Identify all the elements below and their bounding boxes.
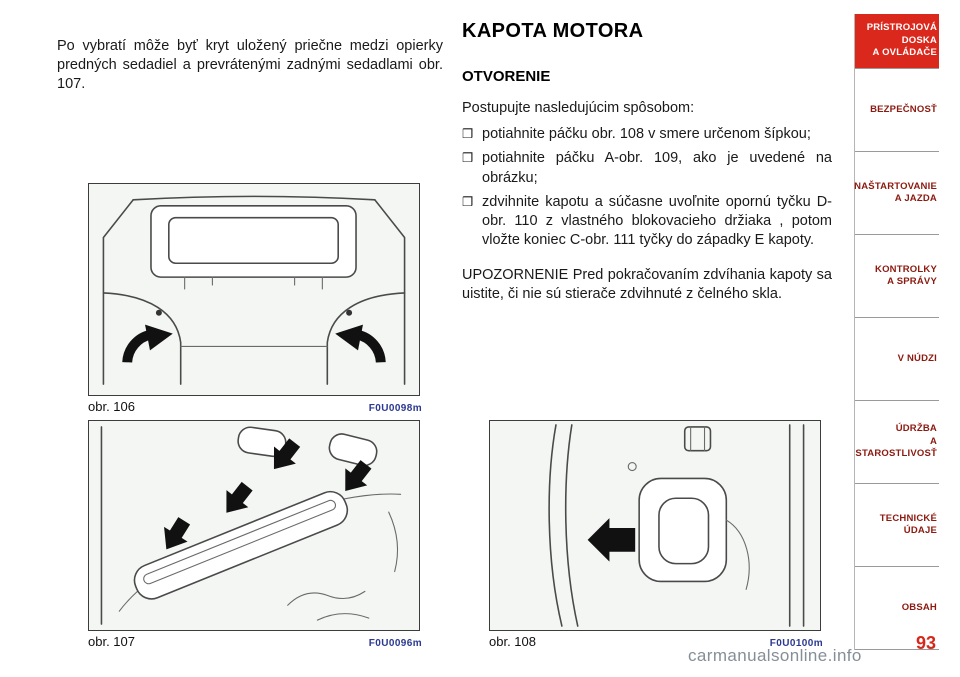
figure-108-image [489, 420, 821, 631]
sidebar-item-udrzba: ÚDRŽBA A STAROSTLIVOSŤ [855, 401, 939, 484]
sidebar-item-pristrojova-doska: PRÍSTROJOVÁ DOSKA A OVLÁDAČE [855, 14, 939, 69]
figure-caption-label: obr. 106 [88, 399, 135, 414]
bullet-square-icon: ❒ [462, 127, 474, 141]
figure-108-caption: obr. 108 F0U0100m [489, 634, 823, 649]
sidebar-item-obsah: OBSAH [855, 567, 939, 650]
trunk-top-view-drawing [102, 195, 406, 385]
intro-paragraph: Po vybratí môže byť kryt uložený priečne… [57, 37, 443, 93]
sidebar-item-bezpecnost: BEZPEČNOSŤ [855, 69, 939, 152]
list-item: ❒ zdvihnite kapotu a súčasne uvoľnite op… [462, 193, 832, 251]
watermark-text: carmanualsonline.info [688, 646, 862, 665]
main-content: KAPOTA MOTORA OTVORENIE Postupujte nasle… [462, 20, 832, 319]
figure-caption-label: obr. 107 [88, 634, 135, 649]
chapter-sidebar: PRÍSTROJOVÁ DOSKA A OVLÁDAČE BEZPEČNOSŤ … [854, 14, 939, 650]
step-text: potiahnite páčku A-obr. 109, ako je uved… [482, 150, 832, 186]
step-text: zdvihnite kapotu a súčasne uvoľnite opor… [482, 193, 832, 249]
bullet-square-icon: ❒ [462, 151, 474, 166]
procedure-intro: Postupujte nasledujúcim spôsobom: [462, 100, 695, 116]
figure-caption-label: obr. 108 [489, 634, 536, 649]
list-item: ❒ potiahnite páčku obr. 108 v smere urče… [462, 125, 832, 144]
page-number: 93 [915, 633, 936, 653]
figure-code: F0U0100m [769, 638, 823, 649]
procedure-steps: ❒ potiahnite páčku obr. 108 v smere urče… [462, 125, 832, 251]
warning-paragraph: UPOZORNENIE Pred pokračovaním zdvíhania … [462, 266, 832, 302]
list-item: ❒ potiahnite páčku A-obr. 109, ako je uv… [462, 149, 832, 188]
figure-107-image [88, 420, 420, 631]
section-title: OTVORENIE [462, 68, 551, 85]
figure-code: F0U0096m [368, 638, 422, 649]
hood-release-lever-drawing [548, 424, 805, 627]
figure-106-caption: obr. 106 F0U0098m [88, 399, 422, 414]
folded-seats-drawing [100, 426, 402, 625]
figure-106-image [88, 183, 420, 396]
figure-code: F0U0098m [368, 403, 422, 414]
figure-107-caption: obr. 107 F0U0096m [88, 634, 422, 649]
sidebar-item-nastartovanie: NAŠTARTOVANIE A JAZDA [854, 152, 939, 235]
sidebar-item-technicke-udaje: TECHNICKÉ ÚDAJE [855, 484, 939, 567]
bullet-square-icon: ❒ [462, 194, 474, 209]
page-title: KAPOTA MOTORA [462, 20, 644, 42]
sidebar-item-v-nudzi: V NÚDZI [855, 318, 939, 401]
sidebar-item-kontrolky: KONTROLKY A SPRÁVY [855, 235, 939, 318]
step-text: potiahnite páčku obr. 108 v smere určeno… [482, 126, 811, 142]
